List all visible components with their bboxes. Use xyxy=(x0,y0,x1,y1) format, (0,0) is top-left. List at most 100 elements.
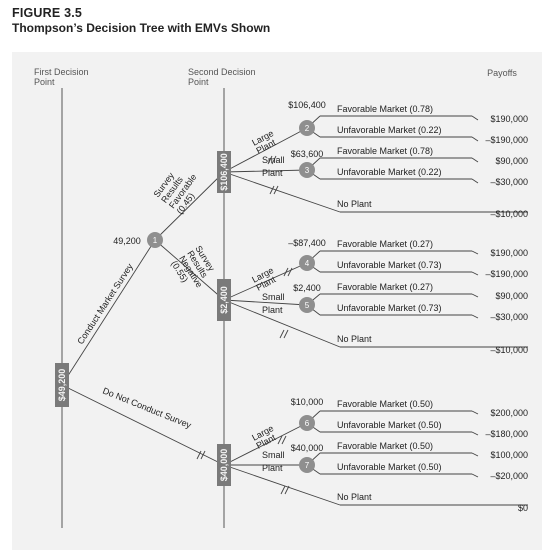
decision-2-label-no-plant: No Plant xyxy=(337,334,372,344)
decision-1-box-emv: $106,400 xyxy=(219,153,229,191)
decision-3-pruned-large-a xyxy=(277,435,283,445)
chance-node-3 xyxy=(299,162,315,178)
decision-3-label-no-plant: No Plant xyxy=(337,492,372,502)
decision-2-pruned-no-plant-a xyxy=(279,329,285,339)
decision-2-label-large-plant: LargePlant xyxy=(250,265,279,293)
decision-2-pruned-large xyxy=(283,267,293,277)
decision-3-box xyxy=(217,444,231,486)
chance-node-6-outcome-1-tail xyxy=(471,410,479,415)
decision-1-pruned-large-a xyxy=(267,155,273,165)
chance-node-5-outcome-2-payoff: –$30,000 xyxy=(490,312,528,322)
chance-node-5-outcome-1-label: Favorable Market (0.27) xyxy=(337,282,433,292)
decision-2-no-plant-payoff: –$10,000 xyxy=(490,345,528,355)
chance-node-6-outcome-1-label: Favorable Market (0.50) xyxy=(337,399,433,409)
decision-3-large-plant-branch xyxy=(223,422,308,466)
chance-node-3-outcome-1-payoff: $90,000 xyxy=(495,156,528,166)
chance-node-3-outcome-2-tail xyxy=(471,178,479,184)
decision-1-box xyxy=(217,151,231,193)
chance-node-7-outcome-1-tail xyxy=(471,452,479,457)
branch-survey-favorable xyxy=(154,171,225,241)
chance-node-2-emv: $106,400 xyxy=(288,100,326,110)
survey-node-emv: 49,200 xyxy=(113,236,141,246)
decision-3-pruned-no-plant-a xyxy=(280,485,286,495)
chance-node-2-number: 2 xyxy=(305,124,310,133)
chance-node-3-emv: $63,600 xyxy=(291,149,324,159)
chance-node-3-outcome-1-label: Favorable Market (0.78) xyxy=(337,146,433,156)
pruned-mark-do-not-conduct xyxy=(196,450,206,460)
decision-3-pruned-large-b xyxy=(281,435,287,445)
chance-node-3-number: 3 xyxy=(305,166,310,175)
chance-node-4-outcome-1-label: Favorable Market (0.27) xyxy=(337,239,433,249)
chance-node-7-outcome-2-label: Unfavorable Market (0.50) xyxy=(337,462,442,472)
chance-node-4-number: 4 xyxy=(305,259,310,268)
chance-node-2-outcome-1-label: Favorable Market (0.78) xyxy=(337,104,433,114)
diagram-panel xyxy=(12,52,542,550)
chance-node-1-number: 1 xyxy=(153,236,158,245)
chance-node-4 xyxy=(299,255,315,271)
chance-node-4-outcome-2-payoff: –$190,000 xyxy=(485,269,528,279)
label-conduct-survey: Conduct Market Survey xyxy=(75,261,135,346)
branch-survey-negative xyxy=(154,239,225,301)
chance-node-6-outcome-2-label: Unfavorable Market (0.50) xyxy=(337,420,442,430)
decision-3-no-plant-branch xyxy=(223,464,341,506)
chance-node-7-number: 7 xyxy=(305,461,310,470)
decision-1-no-plant-branch xyxy=(223,171,341,213)
chance-node-5 xyxy=(299,297,315,313)
chance-node-7 xyxy=(299,457,315,473)
payoffs-header: Payoffs xyxy=(487,68,517,78)
chance-node-3-outcome-2-payoff: –$30,000 xyxy=(490,177,528,187)
decision-2-pruned-large-b xyxy=(287,267,293,277)
decision-3-pruned-no-plant xyxy=(280,485,290,495)
figure-number: FIGURE 3.5 xyxy=(12,6,83,20)
chance-node-6-emv: $10,000 xyxy=(291,397,324,407)
chance-node-3-outcome-1-tail xyxy=(471,157,479,163)
decision-1-label-large-plant: LargePlant xyxy=(250,128,279,156)
decision-3-pruned-large xyxy=(277,435,287,445)
pruned-mark-do-not-conduct-b xyxy=(200,450,206,460)
pruned-mark-do-not-conduct-a xyxy=(196,450,202,460)
chance-node-5-outcome-2-label: Unfavorable Market (0.73) xyxy=(337,303,442,313)
decision-2-pruned-large-a xyxy=(283,267,289,277)
root-decision-box xyxy=(55,363,69,407)
decision-1-pruned-no-plant-a xyxy=(269,185,275,195)
chance-node-6-outcome-2-tail xyxy=(471,431,479,436)
chance-node-2 xyxy=(299,120,315,136)
figure-caption: FIGURE 3.5 Thompson’s Decision Tree with… xyxy=(12,6,270,35)
chance-node-5-emv: $2,400 xyxy=(293,283,321,293)
decision-2-pruned-no-plant-b xyxy=(283,329,289,339)
decision-1-pruned-large xyxy=(267,155,277,165)
chance-node-5-number: 5 xyxy=(305,301,310,310)
label-survey-favorable: SurveyResultsFavorable(0.45) xyxy=(152,161,207,216)
chance-node-4-outcome-1-tail xyxy=(471,250,479,255)
decision-3-label-large-plant: LargePlant xyxy=(250,423,279,451)
decision-1-pruned-no-plant xyxy=(269,185,279,195)
decision-3-no-plant-payoff: $0 xyxy=(518,503,528,513)
label-survey-negative: SurveyResultsNegative(0.55) xyxy=(169,244,220,295)
decision-1-label-no-plant: No Plant xyxy=(337,199,372,209)
decision-1-large-plant-branch xyxy=(223,127,308,173)
chance-node-3-outcome-2-label: Unfavorable Market (0.22) xyxy=(337,167,442,177)
decision-2-large-plant-branch xyxy=(223,262,308,301)
chance-node-2-outcome-1-payoff: $190,000 xyxy=(490,114,528,124)
decision-3-box-emv: $40,000 xyxy=(219,449,229,482)
chance-node-4-outcome-2-tail xyxy=(471,271,479,276)
decision-2-pruned-no-plant xyxy=(279,329,289,339)
chance-node-7-outcome-1-label: Favorable Market (0.50) xyxy=(337,441,433,451)
decision-2-box-emv: $2,400 xyxy=(219,286,229,314)
chance-node-4-outcome-1-payoff: $190,000 xyxy=(490,248,528,258)
chance-node-2-outcome-1-tail xyxy=(471,115,479,121)
chance-node-6-outcome-2-payoff: –$180,000 xyxy=(485,429,528,439)
decision-2-small-plant-branch xyxy=(223,299,308,306)
decision-1-pruned-no-plant-b xyxy=(273,185,279,195)
figure-title: Thompson’s Decision Tree with EMVs Shown xyxy=(12,21,271,35)
chance-node-7-outcome-1-payoff: $100,000 xyxy=(490,450,528,460)
chance-node-2-outcome-2-payoff: –$190,000 xyxy=(485,135,528,145)
decision-2-no-plant-branch xyxy=(223,299,341,348)
label-do-not-conduct: Do Not Conduct Survey xyxy=(101,386,193,431)
